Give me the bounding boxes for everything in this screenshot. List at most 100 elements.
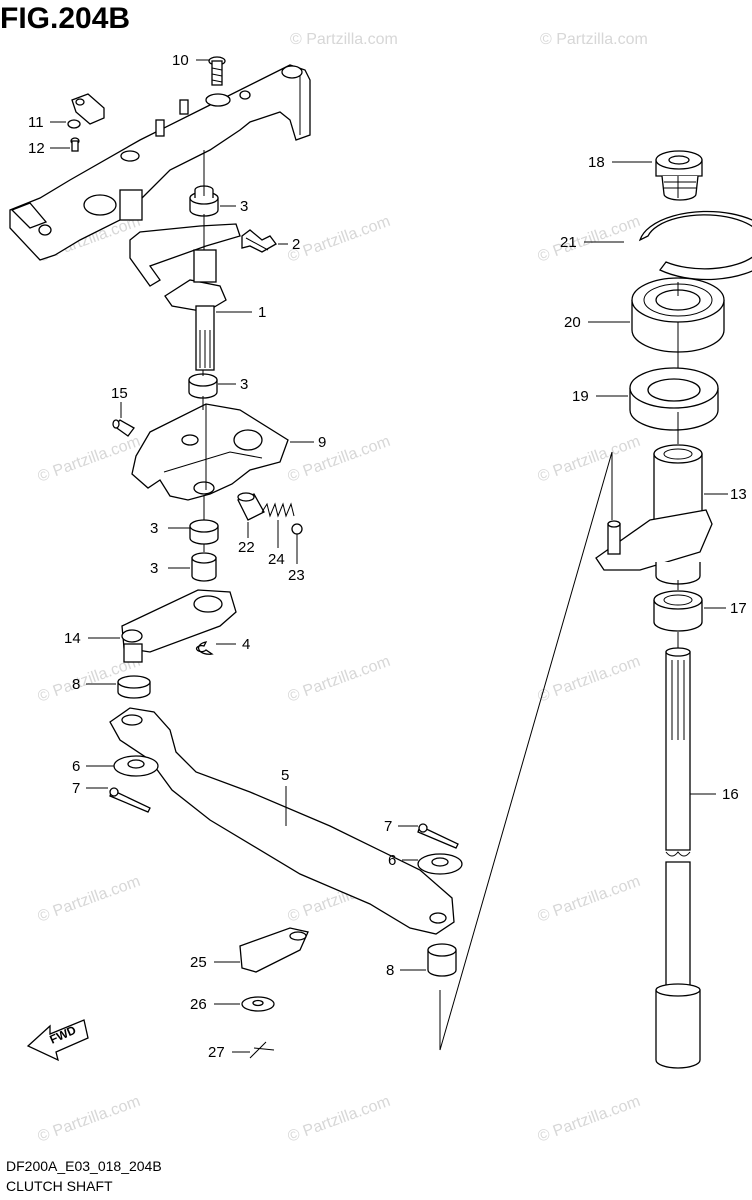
part-15-screw[interactable] — [112, 419, 135, 437]
callout-number: 3 — [150, 520, 158, 537]
diagram-caption: CLUTCH SHAFT — [6, 1178, 113, 1194]
part-17-bushing[interactable] — [653, 590, 703, 632]
part-19-oil-seal[interactable] — [629, 367, 719, 431]
callout-7-left: 7 — [72, 780, 108, 797]
callout-number: 3 — [240, 376, 248, 393]
part-27-clip[interactable] — [249, 1041, 275, 1059]
part-3-bushing-lower-a[interactable] — [189, 519, 219, 545]
callout-number: 7 — [72, 780, 80, 797]
part-22-sleeve[interactable] — [237, 492, 265, 521]
callout-number: 3 — [240, 198, 248, 215]
callout-number: 8 — [386, 962, 394, 979]
callout-number: 15 — [111, 385, 128, 402]
part-10-bolt[interactable] — [208, 56, 226, 86]
part-5-link-rod[interactable] — [109, 707, 455, 935]
callout-3-upper: 3 — [220, 198, 248, 215]
callout-11: 11 — [28, 114, 66, 131]
part-21-snap-ring[interactable] — [638, 210, 752, 281]
callout-3-lower-a: 3 — [150, 520, 190, 537]
callout-number: 26 — [190, 996, 207, 1013]
callout-number: 2 — [292, 236, 300, 253]
callout-13: 13 — [704, 486, 747, 503]
callout-2: 2 — [278, 236, 300, 253]
watermark: © Partzilla.com — [536, 1093, 643, 1146]
callout-23: 23 — [288, 534, 305, 584]
callout-1: 1 — [216, 304, 266, 321]
callout-number: 6 — [388, 852, 396, 869]
callout-19: 19 — [572, 388, 628, 405]
watermark: © Partzilla.com — [36, 433, 143, 486]
callout-number: 10 — [172, 52, 189, 69]
callout-number: 11 — [28, 114, 44, 131]
part-24-spring[interactable] — [261, 502, 295, 518]
assembly-guide-lines — [202, 150, 679, 1051]
part-16-clutch-shaft[interactable] — [655, 647, 701, 1069]
watermark: © Partzilla.com — [286, 433, 393, 486]
callout-number: 19 — [572, 388, 589, 405]
part-7-cotter-pin-left[interactable] — [109, 787, 151, 813]
callout-12: 12 — [28, 140, 70, 157]
callout-22: 22 — [238, 522, 255, 556]
part-25-link-bracket[interactable] — [239, 927, 309, 973]
watermark: © Partzilla.com — [536, 433, 643, 486]
callout-number: 13 — [730, 486, 747, 503]
callout-number: 4 — [242, 636, 250, 653]
callout-number: 17 — [730, 600, 747, 617]
callout-16: 16 — [690, 786, 739, 803]
callout-number: 22 — [238, 539, 255, 556]
part-1-shift-shaft[interactable] — [129, 223, 241, 371]
callout-number: 27 — [208, 1044, 225, 1061]
callout-17: 17 — [704, 600, 747, 617]
watermark: © Partzilla.com — [286, 1093, 393, 1146]
part-23-ball[interactable] — [291, 523, 303, 535]
part-2-spring-clip[interactable] — [241, 229, 277, 253]
part-8-bushing-lower[interactable] — [427, 943, 457, 977]
watermark: © Partzilla.com — [286, 653, 393, 706]
callout-8-upper: 8 — [72, 676, 116, 693]
callout-number: 14 — [64, 630, 81, 647]
shift-bracket-frame[interactable] — [9, 64, 311, 261]
part-6-washer-left[interactable] — [113, 755, 159, 777]
callout-8-lower: 8 — [386, 962, 426, 979]
callout-4: 4 — [216, 636, 250, 653]
callout-number: 24 — [268, 551, 285, 568]
watermark: © Partzilla.com — [36, 1093, 143, 1146]
callout-number: 8 — [72, 676, 80, 693]
callout-25: 25 — [190, 954, 240, 971]
callout-3-lower-b: 3 — [150, 560, 190, 577]
callout-26: 26 — [190, 996, 240, 1013]
part-4-e-clip[interactable] — [195, 641, 214, 655]
callout-5: 5 — [281, 767, 289, 826]
watermark: © Partzilla.com — [540, 31, 648, 48]
part-9-shift-housing[interactable] — [131, 403, 289, 501]
part-7-cotter-pin-right[interactable] — [417, 823, 459, 849]
callout-number: 6 — [72, 758, 80, 775]
watermark: © Partzilla.com — [536, 873, 643, 926]
callout-6-right: 6 — [388, 852, 418, 869]
part-12-screw[interactable] — [70, 137, 80, 152]
part-18-plug[interactable] — [655, 150, 703, 201]
callout-9: 9 — [290, 434, 326, 451]
callout-number: 3 — [150, 560, 158, 577]
callout-number: 25 — [190, 954, 207, 971]
part-3-bushing-lower-b[interactable] — [191, 552, 217, 582]
part-13-clutch-cam[interactable] — [595, 444, 713, 585]
callout-18: 18 — [588, 154, 652, 171]
callout-3-middle: 3 — [218, 376, 248, 393]
part-3-bushing-middle[interactable] — [188, 373, 218, 399]
callout-number: 16 — [722, 786, 739, 803]
callout-21: 21 — [560, 234, 624, 251]
part-26-washer[interactable] — [241, 996, 275, 1012]
part-8-bushing-upper[interactable] — [117, 675, 151, 699]
watermark: © Partzilla.com — [36, 873, 143, 926]
watermark: © Partzilla.com — [286, 213, 393, 266]
part-14-lever-arm[interactable] — [121, 589, 237, 663]
part-11-stopper-plate[interactable] — [67, 93, 105, 129]
callout-number: 12 — [28, 140, 45, 157]
part-3-bushing-upper[interactable] — [189, 185, 219, 217]
callout-number: 23 — [288, 567, 305, 584]
part-6-washer-right[interactable] — [417, 853, 463, 875]
callout-15: 15 — [111, 385, 128, 418]
callout-14: 14 — [64, 630, 120, 647]
callout-7-right: 7 — [384, 818, 418, 835]
